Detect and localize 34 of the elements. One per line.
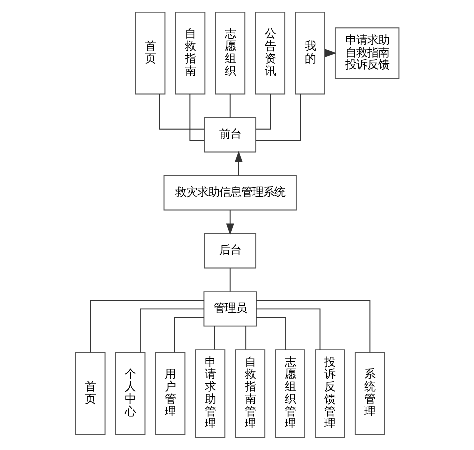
- node-box: 后台: [204, 234, 256, 269]
- node-box: 首页: [134, 12, 166, 95]
- node-box: 个人中心: [114, 352, 146, 436]
- connector: [256, 317, 286, 350]
- connector: [256, 94, 271, 130]
- arrow: [226, 210, 234, 236]
- node-box: 自救指南管理: [234, 350, 266, 438]
- node-box: 志愿组织: [214, 12, 246, 95]
- node-box: 申请求助管理: [194, 350, 226, 438]
- node-box: 申请求助 自救指南 投诉反馈: [334, 28, 400, 79]
- node-box: 首页: [74, 352, 106, 436]
- arrow: [234, 151, 242, 176]
- node-box: 前台: [204, 118, 256, 153]
- connector: [174, 317, 204, 354]
- node-box: 我的: [294, 12, 325, 95]
- node-box: 管理员: [203, 292, 256, 327]
- connector: [159, 94, 205, 130]
- node-box: 志愿组织管理: [274, 350, 305, 438]
- connector: [256, 300, 370, 354]
- node-box: 系统管理: [354, 352, 385, 436]
- connector: [255, 94, 301, 142]
- node-box: 用户管理: [154, 352, 186, 436]
- node-box: 投诉反馈管理: [314, 350, 345, 438]
- node-box: 自救指南: [174, 12, 206, 95]
- connector: [256, 308, 320, 350]
- connector: [189, 94, 204, 142]
- connector: [90, 300, 204, 354]
- connector: [245, 326, 246, 350]
- connector: [214, 326, 215, 350]
- connector: [229, 268, 230, 292]
- node-box: 救灾求助信息管理系统: [163, 176, 296, 211]
- connector: [140, 308, 204, 354]
- connector: [229, 94, 230, 118]
- node-box: 公告资讯: [254, 12, 286, 95]
